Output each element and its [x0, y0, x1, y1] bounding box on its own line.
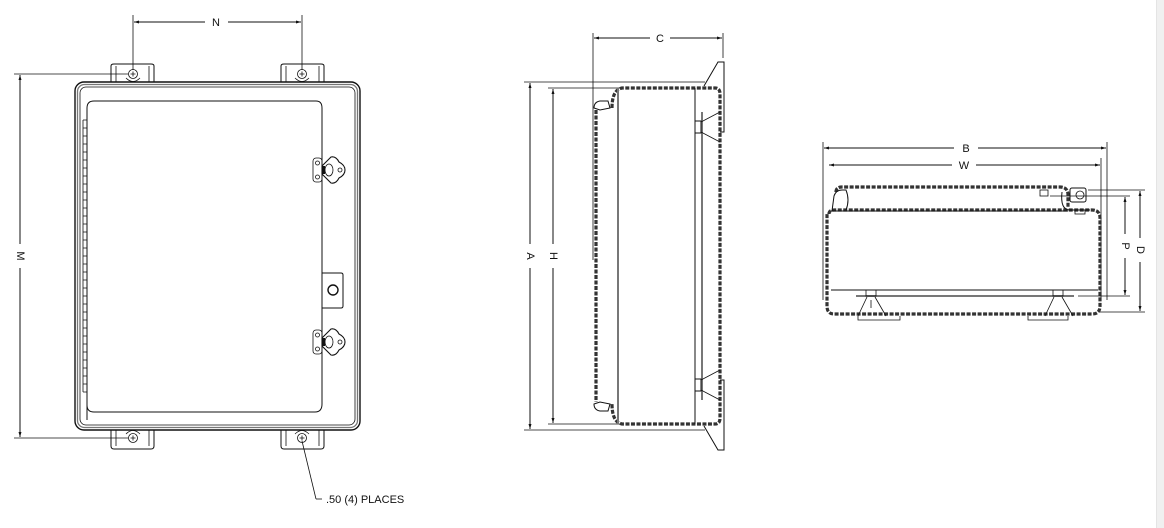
- front-view: N M: [14, 15, 404, 506]
- dimension-d: D: [1088, 189, 1146, 313]
- dimension-m: M: [14, 73, 128, 439]
- latch-icon: [312, 156, 346, 184]
- bolt-icon: [857, 289, 901, 321]
- dim-label-b: B: [962, 143, 969, 155]
- mounting-hole-icon: [294, 430, 310, 443]
- top-section: [825, 185, 1102, 321]
- callout-mounting-holes: .50 (4) PLACES: [301, 440, 404, 506]
- bolt-icon: [694, 111, 721, 143]
- mounting-hole-icon: [294, 69, 310, 82]
- dimension-h: H: [547, 87, 620, 425]
- dimension-c: C: [592, 33, 724, 260]
- callout-text: .50 (4) PLACES: [326, 494, 404, 506]
- dimension-a: A: [524, 81, 705, 431]
- hinge: [82, 119, 88, 393]
- dim-label-h: H: [547, 252, 559, 260]
- mounting-hole-icon: [125, 69, 141, 82]
- dimension-w: W: [829, 158, 1102, 300]
- mounting-hole-icon: [125, 430, 141, 443]
- latch-icon: [312, 328, 346, 356]
- dim-label-a: A: [524, 252, 536, 260]
- side-section: [593, 61, 725, 451]
- latch-section-icon: [1039, 187, 1090, 215]
- mounting-feet: [110, 63, 325, 450]
- enclosure-body: [74, 81, 361, 431]
- bolt-icon: [1027, 289, 1074, 321]
- dim-label-d: D: [1134, 246, 1146, 254]
- enclosure-door: [82, 100, 346, 420]
- dimension-n: N: [132, 15, 303, 70]
- dimension-p: P: [1050, 195, 1131, 297]
- dimension-b: B: [822, 142, 1108, 300]
- dim-label-p: P: [1119, 242, 1131, 249]
- dim-label-m: M: [14, 251, 26, 260]
- top-view: B W: [822, 142, 1146, 321]
- bolt-icon: [694, 369, 721, 401]
- mounting-hole-icons: [125, 69, 310, 443]
- dim-label-w: W: [959, 160, 970, 172]
- scrollbar-track[interactable]: [1156, 0, 1164, 528]
- dim-label-n: N: [212, 17, 220, 29]
- side-view: C A H: [524, 33, 725, 451]
- dim-label-c: C: [656, 33, 664, 45]
- padlock-hasp-icon: [322, 272, 344, 309]
